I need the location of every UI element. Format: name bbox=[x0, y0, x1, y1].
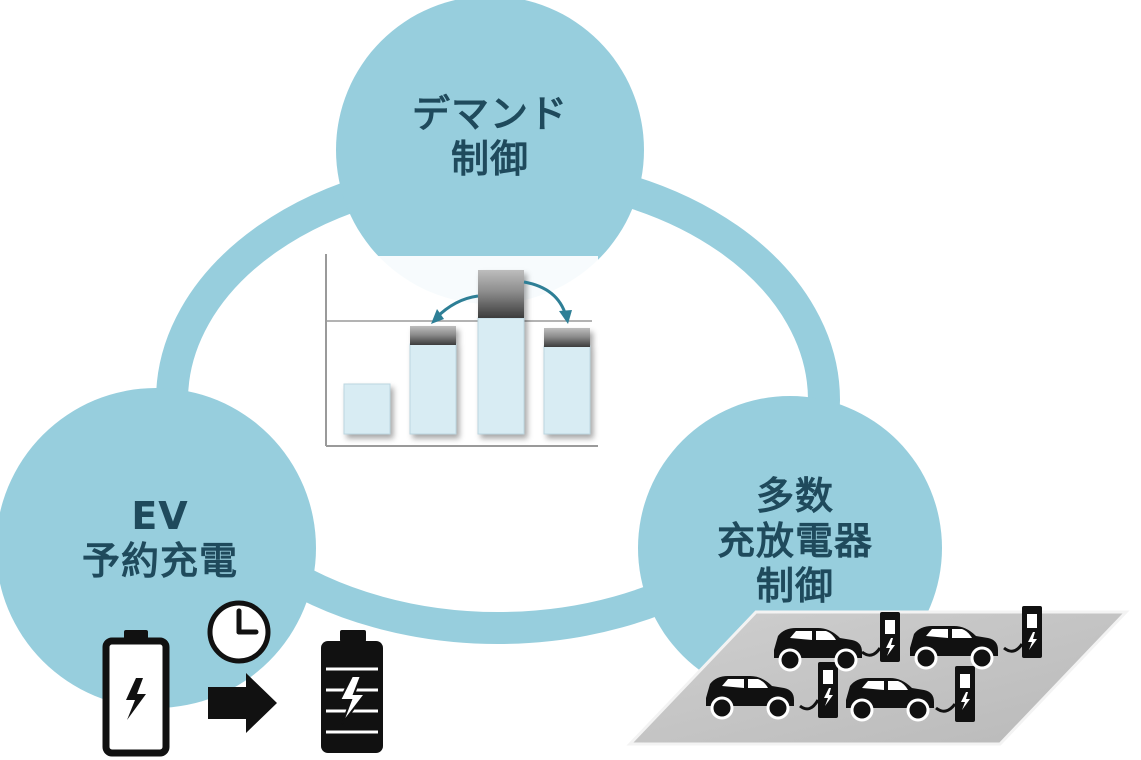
demand-bar-chart bbox=[325, 254, 598, 447]
demand-node-circle bbox=[336, 0, 644, 304]
ev-label-line2: 予約充電 bbox=[81, 538, 238, 583]
multi-label-line1: 多数 bbox=[755, 474, 834, 518]
shift-arrowhead-left bbox=[431, 309, 444, 324]
charger-icon bbox=[818, 662, 838, 718]
car-icon bbox=[774, 628, 862, 672]
shift-arrowhead-right bbox=[559, 310, 572, 324]
bar-4 bbox=[543, 345, 591, 435]
demand-node-label: デマンド 制御 bbox=[380, 92, 600, 182]
bar-4-cap bbox=[544, 328, 590, 347]
demand-label-line1: デマンド bbox=[411, 92, 568, 136]
car-icon bbox=[846, 678, 934, 722]
bar-3 bbox=[477, 317, 525, 435]
charger-icon bbox=[1022, 606, 1042, 658]
multi-label-line2: 充放電器 bbox=[716, 518, 873, 563]
multi-label-line3: 制御 bbox=[755, 563, 834, 608]
car-icon bbox=[706, 676, 794, 720]
ev-node-label: EV 予約充電 bbox=[40, 494, 280, 584]
multi-node-label: 多数 充放電器 制御 bbox=[660, 474, 930, 608]
bar-2 bbox=[409, 343, 457, 435]
arrow-right-icon bbox=[208, 673, 277, 733]
battery-full-icon bbox=[321, 630, 383, 753]
charger-icon bbox=[880, 612, 900, 662]
bar-1 bbox=[343, 383, 391, 435]
car-icon bbox=[910, 626, 998, 670]
charging-station-illustration bbox=[626, 606, 1130, 746]
bar-2-cap bbox=[410, 326, 456, 345]
charger-icon bbox=[955, 666, 975, 722]
ev-label-line1: EV bbox=[131, 494, 189, 538]
clock-icon bbox=[207, 600, 271, 664]
ev-charging-illustration bbox=[102, 600, 383, 757]
battery-empty-icon bbox=[102, 630, 170, 757]
bar-3-cap bbox=[478, 270, 524, 318]
demand-label-line2: 制御 bbox=[450, 136, 529, 181]
